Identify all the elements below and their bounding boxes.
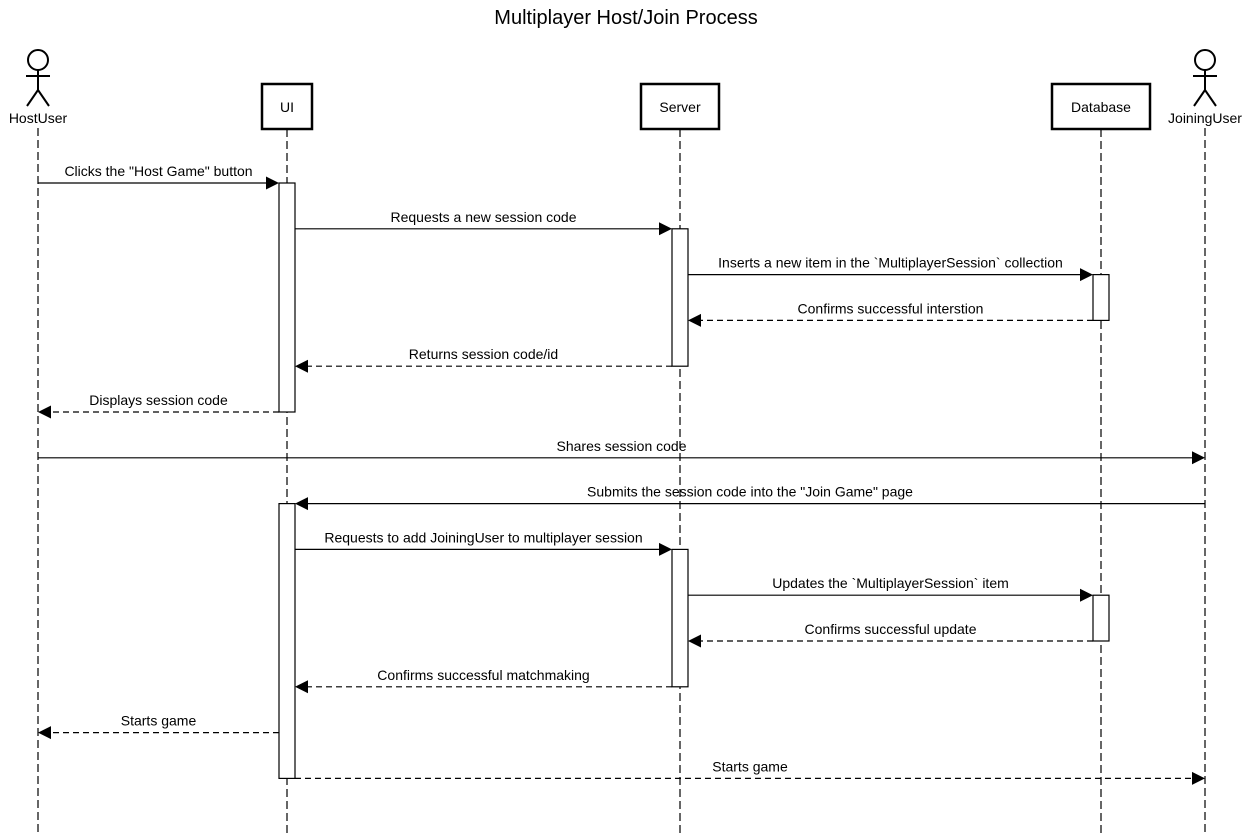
arrowhead-icon	[266, 176, 279, 190]
activation-bar-server	[671, 228, 689, 367]
actor-joininguser: JoiningUser	[1168, 49, 1242, 126]
message-13: Starts game	[38, 713, 279, 740]
participant-label: Server	[659, 99, 701, 115]
participant-database: Database	[1050, 82, 1152, 131]
message-label: Confirms successful interstion	[798, 300, 984, 316]
arrowhead-icon	[38, 405, 51, 419]
actor-left-leg	[1193, 89, 1206, 107]
arrowhead-icon	[295, 359, 308, 373]
participant-box	[1050, 82, 1152, 131]
message-label: Requests a new session code	[391, 209, 577, 225]
message-label: Starts game	[712, 758, 788, 774]
arrowhead-icon	[1192, 451, 1205, 465]
message-4: Confirms successful interstion	[688, 300, 1093, 327]
message-14: Starts game	[295, 758, 1205, 785]
arrowhead-icon	[659, 542, 672, 556]
message-label: Confirms successful update	[805, 621, 977, 637]
activation-bar-ui	[278, 503, 296, 779]
activation-bars	[278, 182, 1110, 779]
message-2: Requests a new session code	[295, 209, 672, 236]
message-label: Clicks the "Host Game" button	[64, 163, 252, 179]
message-9: Requests to add JoiningUser to multiplay…	[295, 529, 672, 556]
participant-label: UI	[280, 99, 294, 115]
participant-box	[639, 82, 721, 131]
actor-head	[27, 49, 49, 71]
arrowhead-icon	[295, 497, 308, 511]
message-10: Updates the `MultiplayerSession` item	[688, 575, 1093, 602]
lifelines	[37, 128, 1206, 834]
arrowhead-icon	[688, 313, 701, 327]
participant-label: HostUser	[9, 110, 68, 126]
activation-bar-ui	[278, 182, 296, 413]
message-12: Confirms successful matchmaking	[295, 667, 672, 694]
participant-label: Database	[1071, 99, 1131, 115]
arrowhead-icon	[295, 680, 308, 694]
activation-bar-server	[671, 548, 689, 688]
message-6: Displays session code	[38, 392, 279, 419]
diagram-title: Multiplayer Host/Join Process	[494, 7, 757, 29]
message-8: Submits the session code into the "Join …	[295, 484, 1205, 511]
message-7: Shares session code	[38, 438, 1205, 465]
message-label: Displays session code	[89, 392, 228, 408]
actor-right-leg	[37, 89, 50, 107]
arrowhead-icon	[688, 634, 701, 648]
arrowhead-icon	[1080, 588, 1093, 602]
message-label: Inserts a new item in the `MultiplayerSe…	[718, 255, 1063, 271]
participant-label: JoiningUser	[1168, 110, 1242, 126]
participant-ui: UI	[260, 82, 314, 131]
actor-hostuser: HostUser	[9, 49, 68, 126]
message-label: Shares session code	[557, 438, 687, 454]
message-5: Returns session code/id	[295, 346, 672, 373]
message-label: Submits the session code into the "Join …	[587, 484, 913, 500]
arrowhead-icon	[1192, 771, 1205, 785]
message-label: Starts game	[121, 713, 197, 729]
message-1: Clicks the "Host Game" button	[38, 163, 279, 190]
participant-server: Server	[639, 82, 721, 131]
arrowhead-icon	[659, 222, 672, 236]
actor-right-leg	[1204, 89, 1217, 107]
message-label: Returns session code/id	[409, 346, 558, 362]
message-label: Updates the `MultiplayerSession` item	[772, 575, 1009, 591]
message-label: Requests to add JoiningUser to multiplay…	[324, 529, 642, 545]
message-3: Inserts a new item in the `MultiplayerSe…	[688, 255, 1093, 282]
activation-bar-database	[1092, 594, 1110, 642]
actor-left-leg	[26, 89, 39, 107]
actor-head	[1194, 49, 1216, 71]
participant-box	[260, 82, 314, 131]
arrowhead-icon	[1080, 268, 1093, 282]
message-label: Confirms successful matchmaking	[377, 667, 589, 683]
message-11: Confirms successful update	[688, 621, 1093, 648]
activation-bar-database	[1092, 274, 1110, 322]
arrowhead-icon	[38, 726, 51, 740]
